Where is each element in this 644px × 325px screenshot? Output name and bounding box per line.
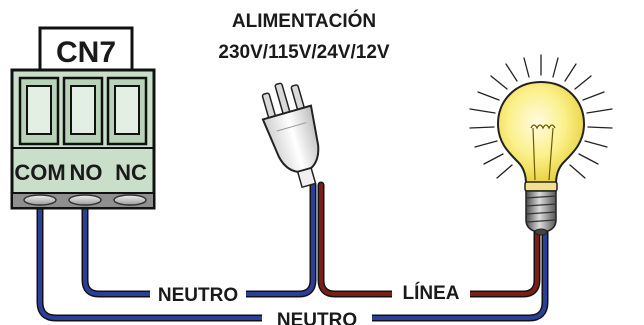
neutral-label-upper: NEUTRO (158, 285, 238, 306)
power-title: ALIMENTACIÓN (232, 10, 376, 32)
wire-entry-com (23, 194, 57, 206)
power-plug-icon (261, 82, 320, 189)
cn7-terminal-block: CN7 COM NO NC (10, 26, 156, 210)
wire-labels: NEUTRO LÍNEA NEUTRO (150, 282, 470, 325)
wire-entry-nc (113, 194, 147, 206)
power-voltages: 230V/115V/24V/12V (218, 42, 389, 63)
line-wire-plug-to-lamp-core (319, 183, 539, 296)
light-bulb-icon (469, 54, 613, 236)
terminal-label-com: COM (14, 160, 65, 185)
cn7-title: CN7 (56, 36, 116, 69)
screw-slot-nc (106, 76, 148, 146)
neutral-label-lower: NEUTRO (277, 310, 357, 325)
power-supply-label: ALIMENTACIÓN 230V/115V/24V/12V (218, 10, 389, 63)
screw-slot-no (62, 76, 104, 146)
wire-entry-no (68, 194, 102, 206)
terminal-label-no: NO (70, 160, 103, 185)
line-wire-plug-to-lamp (317, 181, 541, 298)
terminal-label-nc: NC (115, 160, 147, 185)
line-label: LÍNEA (403, 282, 460, 304)
screw-slot-com (18, 76, 60, 146)
